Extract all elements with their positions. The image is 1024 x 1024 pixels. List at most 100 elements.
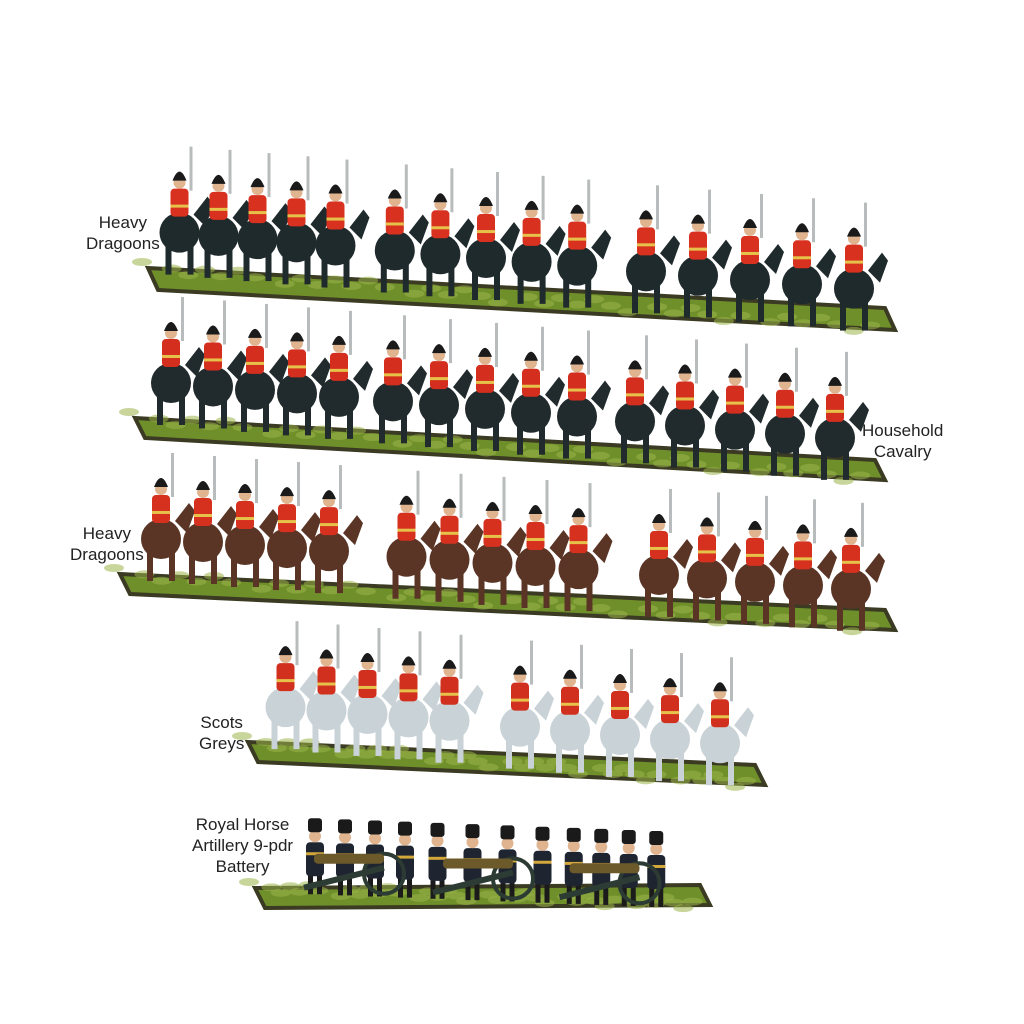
cavalry-figure	[309, 465, 363, 594]
grass-tuft	[594, 902, 615, 911]
grass-tuft	[362, 433, 383, 442]
grass-tuft	[487, 298, 508, 307]
grass-tuft	[438, 588, 459, 597]
label-line: Greys	[199, 734, 245, 753]
cavalry-figure	[783, 499, 837, 628]
cavalry-figure	[650, 653, 704, 782]
grass-tuft	[182, 415, 203, 424]
grass-tuft	[673, 904, 694, 913]
grass-tuft	[672, 605, 693, 614]
grass-tuft	[321, 586, 342, 595]
grass-tuft	[703, 467, 724, 476]
grass-tuft	[842, 627, 863, 636]
grass-tuft	[522, 449, 543, 458]
label-line: Artillery 9-pdr	[192, 836, 294, 855]
label-line: Battery	[215, 857, 270, 876]
grass-tuft	[589, 451, 610, 460]
grass-tuft	[760, 318, 781, 327]
grass-tuft	[790, 620, 811, 628]
cavalry-figure	[765, 347, 819, 476]
grass-tuft	[356, 750, 377, 759]
grass-tuft	[239, 878, 259, 886]
cavalry-figure	[388, 631, 443, 760]
cavalry-figure	[550, 644, 604, 773]
grass-tuft	[277, 738, 298, 747]
cavalry-figure	[834, 202, 888, 331]
grass-tuft	[232, 732, 252, 740]
cavalry-figure	[265, 621, 320, 750]
grass-tuft	[161, 264, 182, 273]
cavalry-figure	[420, 168, 475, 297]
cavalry-figure	[735, 495, 789, 624]
cavalry-figure	[465, 322, 519, 451]
cavalry-figure	[831, 502, 885, 631]
grass-tuft	[404, 289, 425, 298]
grass-tuft	[349, 890, 370, 899]
cavalry-figure	[511, 326, 565, 455]
grass-tuft	[772, 613, 793, 622]
cavalry-figure	[419, 319, 473, 448]
cannon	[558, 861, 662, 906]
scots-greys-unit	[232, 621, 769, 791]
cavalry-figure	[198, 149, 253, 278]
label-line: Royal Horse	[195, 815, 290, 834]
grass-tuft	[682, 897, 703, 906]
label-line: Dragoons	[86, 234, 160, 253]
grass-tuft	[590, 604, 611, 612]
grass-tuft	[270, 888, 291, 897]
grass-tuft	[607, 610, 628, 619]
cavalry-figure	[306, 624, 361, 753]
grass-tuft	[793, 319, 814, 328]
grass-tuft	[600, 301, 621, 310]
grass-tuft	[725, 612, 745, 621]
grass-tuft	[119, 408, 139, 416]
grass-tuft	[807, 614, 828, 623]
cavalry-figure	[700, 657, 754, 786]
grass-tuft	[476, 448, 497, 457]
cavalry-figure	[511, 175, 566, 304]
grass-tuft	[245, 273, 266, 282]
grass-tuft	[409, 434, 430, 443]
grass-tuft	[378, 750, 399, 759]
label-royal-horse-artillery: Royal Horse Artillery 9-pdr Battery	[192, 814, 293, 877]
cavalry-figure	[466, 172, 520, 301]
cavalry-figure	[500, 640, 554, 769]
grass-tuft	[473, 601, 494, 610]
label-heavy-dragoons-top: Heavy Dragoons	[86, 212, 160, 254]
label-line: Scots	[200, 713, 243, 732]
grass-tuft	[680, 303, 701, 312]
cavalry-figure	[141, 452, 195, 581]
grass-tuft	[456, 897, 477, 906]
grass-tuft	[437, 290, 458, 299]
grass-tuft	[255, 738, 276, 747]
household-cavalry-unit	[119, 296, 889, 485]
label-line: Heavy	[82, 524, 131, 543]
royal-horse-artillery-unit	[239, 818, 714, 913]
label-line: Dragoons	[70, 545, 144, 564]
cavalry-figure	[678, 189, 732, 318]
grass-tuft	[736, 776, 757, 785]
grass-tuft	[409, 893, 430, 902]
grass-tuft	[663, 309, 684, 318]
cavalry-figure	[639, 488, 693, 617]
cavalry-figure	[626, 185, 680, 314]
cavalry-figure	[235, 303, 289, 432]
gunner-figure	[533, 826, 552, 903]
cavalry-figure	[315, 159, 370, 288]
grass-tuft	[749, 468, 770, 477]
label-line: Heavy	[98, 213, 147, 232]
cavalry-figure	[557, 179, 612, 308]
grass-tuft	[567, 300, 588, 309]
cavalry-figure	[815, 351, 869, 480]
cavalry-figure	[472, 476, 527, 605]
cavalry-figure	[237, 153, 292, 282]
grass-tuft	[478, 763, 499, 772]
cavalry-figure	[159, 146, 214, 275]
grass-tuft	[104, 564, 124, 572]
cavalry-figure	[225, 459, 279, 588]
grass-tuft	[392, 439, 413, 448]
grass-tuft	[843, 326, 864, 335]
grass-tuft	[329, 432, 350, 441]
cavalry-figure	[429, 473, 484, 602]
grass-tuft	[850, 471, 871, 480]
